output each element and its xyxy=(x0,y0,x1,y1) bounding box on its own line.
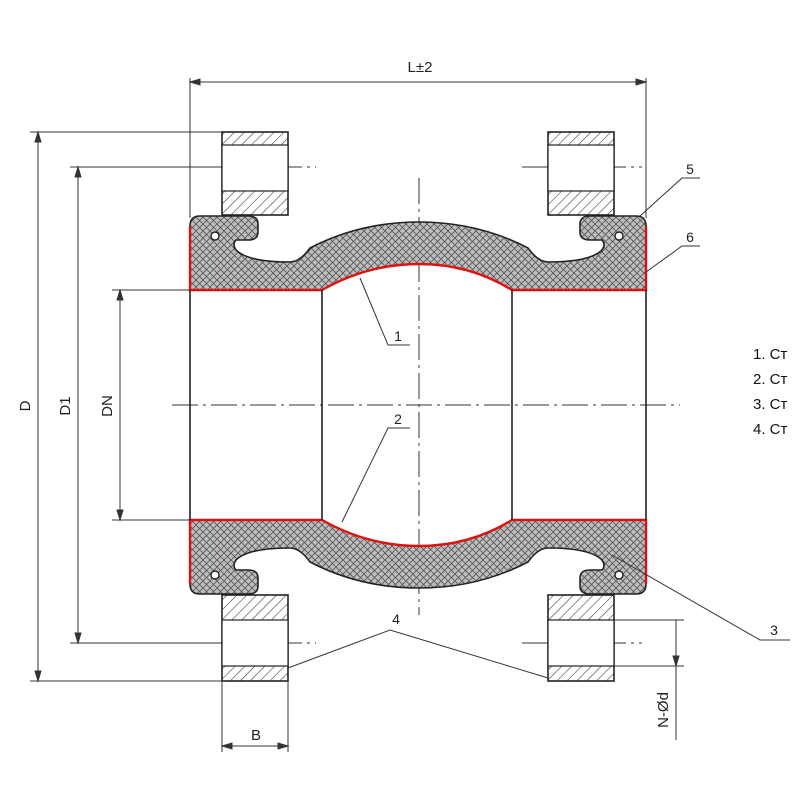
bore-lines xyxy=(189,290,647,520)
reinforcement-rings xyxy=(210,231,624,580)
parts-legend: 1. Ст 2. Ст 3. Ст 4. Ст xyxy=(753,342,800,442)
dim-length-label: L±2 xyxy=(408,59,433,76)
callout-5: 5 xyxy=(686,161,694,177)
rubber-body xyxy=(189,215,647,595)
dim-outer-diameter-label: D xyxy=(17,400,34,411)
legend-item: 2. Ст xyxy=(753,371,788,388)
legend-item: 4. Ст xyxy=(753,421,788,438)
leader-lines xyxy=(287,177,790,679)
legend-item: 3. Ст xyxy=(753,396,788,413)
callout-1: 1 xyxy=(394,328,402,344)
callout-3: 3 xyxy=(770,622,778,638)
dim-holes-label: N-Ød xyxy=(655,692,672,728)
dim-bolt-circle-label: D1 xyxy=(57,396,74,415)
callout-2: 2 xyxy=(394,411,402,427)
dim-flange-thickness-label: B xyxy=(251,727,261,744)
legend-item: 1. Ст xyxy=(753,346,788,363)
right-flange xyxy=(547,131,615,682)
dimension-lines xyxy=(30,78,684,752)
left-flange xyxy=(221,131,289,682)
callout-6: 6 xyxy=(686,229,694,245)
dim-nominal-diameter-label: DN xyxy=(99,395,116,417)
callout-4: 4 xyxy=(392,611,400,627)
inner-lining xyxy=(188,226,648,584)
